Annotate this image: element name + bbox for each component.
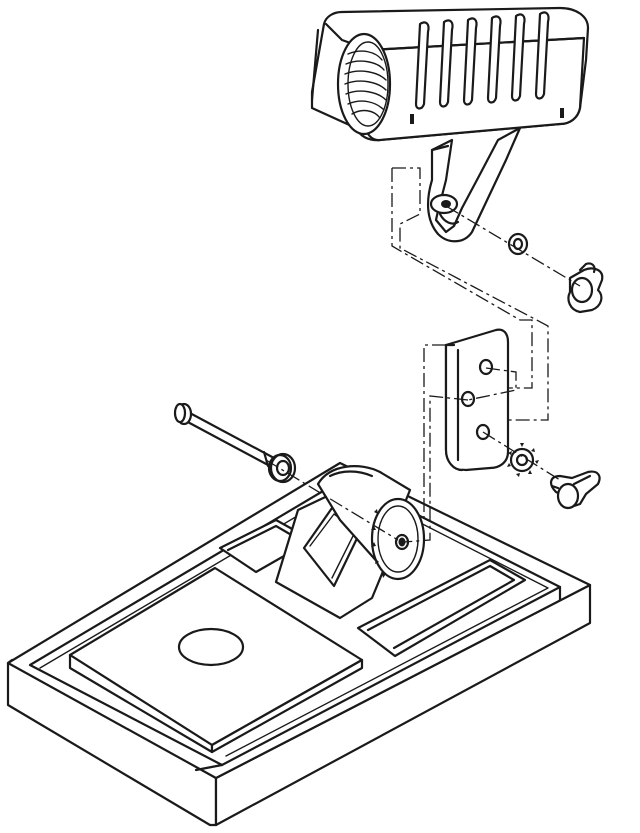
washer-upper (507, 232, 529, 256)
assembly-lines (265, 167, 581, 543)
wing-nut-upper (567, 262, 604, 314)
sponge-pad (68, 566, 364, 754)
sponge-center-hole (177, 627, 245, 667)
coil-holder (310, 6, 590, 243)
pivot-bolt (173, 402, 276, 468)
tray-slot (356, 558, 527, 658)
mounting-bracket (444, 328, 510, 472)
lock-washer (507, 443, 539, 477)
coil-holder-slots (414, 11, 550, 110)
wing-nut-lower (550, 470, 601, 510)
washer-bolt (267, 452, 297, 484)
